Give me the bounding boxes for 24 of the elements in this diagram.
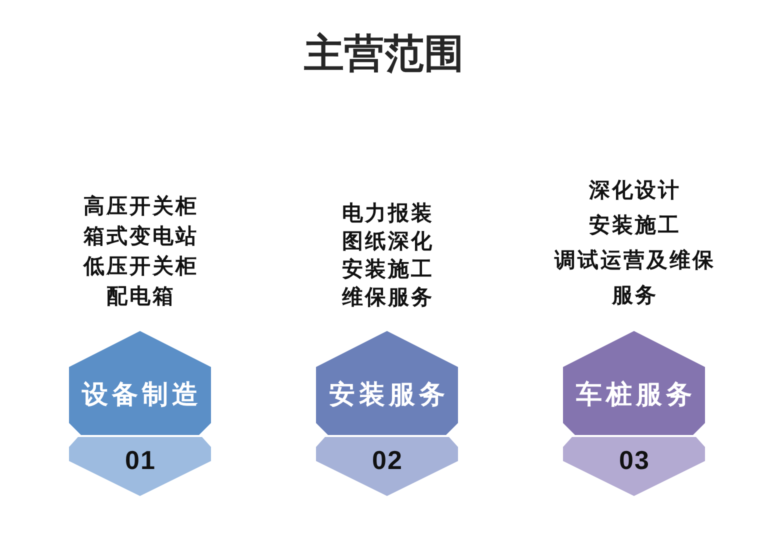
hexagon-tile	[563, 331, 705, 435]
service-item: 高压开关柜	[82, 194, 200, 220]
hexagon-tile	[69, 331, 211, 435]
service-item: 调试运营及维保服务	[553, 248, 716, 309]
service-item: 配电箱	[106, 284, 176, 310]
service-item: 安装施工	[341, 256, 435, 283]
service-item: 安装施工	[588, 212, 682, 239]
title: 主营范围	[303, 31, 465, 78]
category-title: 设备制造	[80, 378, 202, 410]
service-item: 深化设计	[588, 178, 682, 204]
service-item: 低压开关柜	[82, 254, 200, 280]
number-label: 01	[124, 445, 156, 475]
number-label: 02	[371, 445, 403, 475]
category-title: 安装服务	[328, 378, 449, 410]
half-hexagon-tile	[69, 437, 211, 496]
service-item: 图纸深化	[341, 229, 435, 255]
service-item: 箱式变电站	[82, 224, 200, 250]
service-item: 电力报装	[341, 201, 435, 227]
hexagon-tile	[316, 331, 458, 435]
service-item: 维保服务	[340, 285, 435, 311]
category-title: 车桩服务	[575, 378, 696, 410]
number-label: 03	[618, 445, 650, 475]
half-hexagon-tile	[563, 437, 705, 496]
half-hexagon-tile	[316, 437, 458, 496]
